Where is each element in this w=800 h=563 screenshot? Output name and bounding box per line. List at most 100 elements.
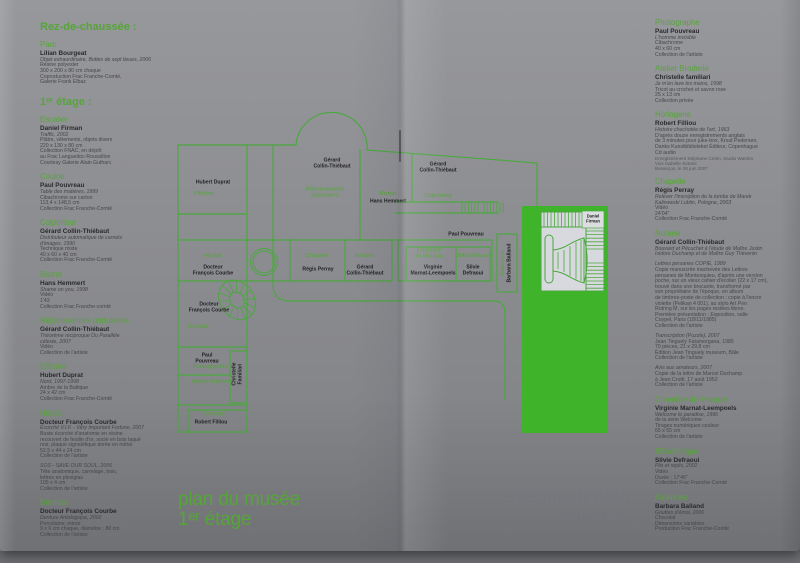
rotunda-and-spiral-stairs: [218, 248, 278, 321]
plan-label: Silvie Defraoui: [462, 264, 484, 276]
fold-crease-mark: [399, 130, 401, 162]
daniel-firman-room-chip: [581, 210, 605, 229]
artist-name: Christelle familiari: [655, 74, 711, 82]
work-detail-line: Cibachrome sur carton: [40, 194, 93, 201]
work-detail-line: 40 x 60 x 40 cm: [40, 251, 77, 258]
work-detail-line: son propriétaire de l'époque, en album: [655, 289, 744, 296]
work-detail-line: Besançon, le 26 juin 2007: [655, 166, 708, 172]
work-detail-line: Table des matières, 1999: [40, 188, 99, 195]
artist-name: Hans Hemmert: [40, 280, 86, 288]
plan-label: Faïences: [499, 250, 506, 276]
plan-label: Colporteur: [424, 192, 452, 199]
artist-name: Virginie Marnat-Leempoels: [655, 404, 737, 412]
work-detail-line: Porcelaine, miroir: [40, 520, 81, 527]
work-detail-line: 9 x 6 cm chaque, diamètre : 80 cm: [40, 526, 120, 533]
work-detail-line: Cd audio: [655, 149, 676, 156]
section-heading: Hôpital: [40, 408, 65, 418]
work-detail-line: Vidéo: [655, 205, 669, 212]
section-heading: Bistrot: [40, 270, 63, 280]
work-detail-line: Nord, 1997-1998: [40, 379, 79, 386]
plan-label: Gérard Collin-Thiébaut: [313, 157, 351, 169]
work-detail-line: L'homme invisible: [655, 34, 697, 41]
work-detail-line: lettres en plexiglas: [40, 474, 83, 481]
plan-walls: [177, 111, 538, 433]
green-wing: [522, 206, 608, 433]
work-detail-line: Technique mixte: [40, 246, 78, 253]
plan-label: Gérard Collin-Thiébaut: [346, 264, 384, 276]
artist-name: Lilian Bourgeat: [40, 50, 87, 57]
plan-title-line2: 1ᵉʳ étage: [178, 509, 252, 530]
work-detail-line: SOS - SAVE OUR SOUL, 2006: [40, 463, 113, 470]
work-detail-line: Collection de l'artiste: [655, 355, 703, 362]
work-detail-line: Tricot au crochet et savon rose: [655, 86, 727, 93]
work-detail-line: Lettres persanes COPIE, 1989: [655, 261, 726, 268]
work-detail-line: Shame on you, 1998: [40, 286, 88, 293]
work-detail-line: Collection de l'artiste: [40, 531, 88, 538]
work-detail-line: Collection Frac Franche-Comté: [40, 205, 113, 212]
work-detail-line: Collection Frac Franche-comté: [40, 303, 111, 310]
artist-name: Barbara Balland: [655, 502, 705, 510]
plan-label: Hans Hemmert: [370, 198, 406, 205]
artist-name: Silvie Defraoui: [655, 456, 700, 464]
plan-label: Hôpital: [202, 252, 222, 259]
ghost-showthrough-text: plan du musée 2ᵉ étage: [416, 486, 630, 527]
work-detail-line: Durée : 17'45": [655, 474, 688, 481]
section-heading: Réjouissances populaires: [40, 316, 129, 326]
section-heading: Bibliothèque: [655, 446, 698, 456]
work-detail-line: Galerie Frank Elbaz: [40, 79, 86, 86]
work-detail-line: Théorème réciproque Ou Parallèle: [40, 333, 120, 340]
plan-label: Notaire: [354, 252, 374, 259]
plan-label: Christelle Familiari: [231, 362, 244, 386]
work-detail-line: 220 x 130 x 80 cm: [40, 142, 83, 149]
work-detail-line: Collection de l'artiste: [40, 349, 88, 356]
work-detail-line: Dimensions variables: [655, 520, 705, 527]
plan-label: Docteur François Courbe: [192, 264, 234, 276]
work-detail-line: Bouvard et Pécuchet à l'étude de Maître …: [655, 245, 763, 252]
work-detail-line: Kalinowski Lublin, Pologne, 2003: [655, 199, 732, 206]
work-detail-line: Voix Isabelle Sosolic: [655, 161, 697, 167]
work-detail-line: Collection Frac Franche-Comté: [655, 216, 728, 223]
artist-name: Docteur François Courbe: [40, 418, 117, 426]
work-detail-line: au Frac Languedoc-Roussillon: [40, 153, 111, 160]
work-detail-line: Collection Frac Franche-Comté: [655, 480, 728, 487]
work-detail-line: Tête anatomique, carrelage, bois,: [40, 469, 118, 476]
work-detail-line: Résine polyester: [40, 62, 79, 69]
work-detail-line: Enregistrement Stéphane Cretin, Studio W…: [655, 156, 754, 162]
work-detail-line: Vidéo: [655, 468, 669, 475]
work-detail-line: Plâtre, vêtements, objets divers: [40, 137, 113, 144]
work-detail-line: 25 x 13 cm: [655, 92, 681, 99]
artist-name: Paul Pouvreau: [655, 28, 700, 35]
work-detail-line: Rotring M, sur les pages restées libres.: [655, 306, 745, 313]
work-detail-line: Relever l'inscription de la tombe de Mar…: [655, 193, 752, 200]
plan-label: Dentiste: [187, 323, 209, 330]
section-heading: Photographe: [655, 18, 700, 27]
work-detail-line: 24'04": [655, 210, 670, 217]
plan-label: Horloger: [203, 410, 227, 417]
section-heading: Escalier: [40, 114, 68, 124]
work-detail-line: Collection de l'artiste: [655, 51, 703, 58]
work-detail-line: Ambre de la Baltique: [40, 384, 89, 391]
ghost-line2: 2ᵉ étage: [559, 506, 630, 527]
work-detail-line: d'images, 1990: [40, 240, 76, 247]
work-detail-line: Production Frac Franche-Comté: [655, 526, 730, 533]
plan-title-line1: plan du musée: [178, 489, 301, 510]
plan-label: Docteur François Courbe: [188, 301, 230, 313]
work-detail-line: Gouttes d'émoi, 2006: [655, 509, 705, 516]
work-detail-line: de 3 minutes pour juke-box, Knud Pederse…: [655, 138, 758, 145]
